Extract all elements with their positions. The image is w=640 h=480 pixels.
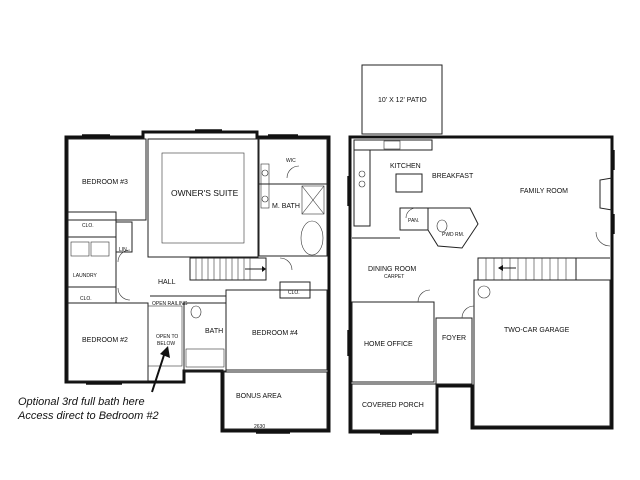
kitchen-label: KITCHEN — [390, 163, 421, 170]
main-stairs — [477, 257, 577, 281]
toilet-2 — [190, 305, 202, 319]
wic-label: WIC — [286, 158, 296, 164]
m-bath-label: M. BATH — [272, 203, 300, 210]
clo-c-walls — [279, 281, 311, 299]
pantry-label: PAN. — [408, 218, 419, 224]
m-bath-walls — [258, 183, 328, 257]
pwd-toilet — [436, 219, 448, 233]
shower-cross-2 — [301, 185, 325, 215]
clo-b-walls — [67, 286, 117, 304]
door-swing-main-4 — [417, 289, 431, 303]
bathtub — [300, 220, 324, 256]
water-heater — [477, 285, 491, 299]
door-swing-main-2 — [461, 305, 475, 319]
bath-label: BATH — [205, 328, 223, 335]
garage-label: TWO-CAR GARAGE — [504, 327, 570, 334]
washer — [70, 241, 90, 257]
upper-floor-plan: BEDROOM #3 OWNER'S SUITE WIC M. BATH CLO… — [64, 129, 331, 434]
range-burner-2 — [358, 180, 366, 188]
bath-walls — [183, 302, 227, 372]
bonus-area-walls — [223, 371, 328, 430]
main-floor-outer-wall — [348, 135, 614, 434]
garage-walls — [473, 279, 611, 427]
owners-suite-rug — [161, 152, 245, 244]
annotation-line-1: Optional 3rd full bath here — [18, 396, 145, 408]
kitchen-sink — [383, 140, 401, 150]
range-burner-1 — [358, 170, 366, 178]
door-swing-main-3 — [595, 231, 611, 247]
clo-c-label: CLO. — [288, 290, 300, 296]
annotation-arrow-line — [151, 351, 166, 393]
stair-arrowhead-upper — [262, 266, 266, 272]
open-to-below-label-2: BELOW — [157, 341, 175, 347]
kitchen-counter-top — [353, 139, 433, 151]
annotation: Optional 3rd full bath here Access direc… — [17, 346, 170, 422]
bedroom4-walls — [225, 289, 328, 371]
door-swing-main-1 — [405, 207, 417, 219]
annotation-arrowhead — [160, 346, 170, 358]
shower — [301, 185, 325, 215]
model-number-label: 2630 — [254, 424, 265, 430]
bedroom4-label: BEDROOM #4 — [252, 330, 298, 337]
bedroom3-label: BEDROOM #3 — [82, 179, 128, 186]
covered-porch-label: COVERED PORCH — [362, 402, 424, 409]
laundry-label: LAUNDRY — [73, 273, 97, 279]
clo-a-label: CLO. — [82, 223, 94, 229]
door-swing-1 — [117, 249, 131, 263]
upper-floor-outer-wall — [64, 130, 331, 433]
lin-label: LIN. — [119, 247, 128, 253]
kitchen-island — [395, 173, 423, 193]
stair-treads-upper — [195, 258, 251, 280]
open-railing-label: OPEN RAILING — [152, 301, 188, 307]
sink-1 — [261, 169, 269, 177]
patio-walls — [361, 64, 443, 135]
sink-2 — [261, 195, 269, 203]
owners-suite-label: OWNER'S SUITE — [171, 188, 239, 198]
door-swing-2 — [117, 287, 131, 301]
bath-tub-2 — [185, 348, 225, 368]
home-office-label: HOME OFFICE — [364, 341, 413, 348]
vanity — [260, 163, 270, 209]
stair-treads-main — [485, 258, 567, 280]
family-room-label: FAMILY ROOM — [520, 188, 568, 195]
kitchen-counter-left — [353, 149, 371, 227]
breakfast-label: BREAKFAST — [432, 173, 474, 180]
annotation-line-2: Access direct to Bedroom #2 — [17, 410, 159, 422]
main-windows — [347, 150, 615, 435]
bedroom3-walls — [67, 138, 147, 221]
pwd-rm-label: PWD RM. — [442, 232, 464, 238]
dining-room-label: DINING ROOM — [368, 266, 416, 273]
dryer — [90, 241, 110, 257]
owners-suite-walls — [147, 138, 259, 258]
door-swing-3 — [279, 257, 293, 271]
door-swing-4 — [286, 165, 300, 179]
upper-windows — [82, 129, 298, 434]
open-to-below — [147, 305, 183, 367]
bedroom2-label: BEDROOM #2 — [82, 337, 128, 344]
carpet-label: CARPET — [384, 274, 404, 280]
patio-label: 10' X 12' PATIO — [378, 97, 427, 104]
stair-arrowhead-main — [498, 265, 503, 271]
foyer-label: FOYER — [442, 335, 466, 342]
foyer-walls — [435, 317, 473, 385]
main-floor-plan: 10' X 12' PATIO KITCHEN BREAKFAST FAMILY… — [347, 64, 615, 435]
hall-label: HALL — [158, 279, 176, 286]
home-office-walls — [351, 301, 435, 383]
bonus-area-label: BONUS AREA — [236, 393, 282, 400]
powder-room-walls — [427, 207, 479, 249]
fireplace — [599, 177, 613, 211]
clo-b-label: CLO. — [80, 296, 92, 302]
covered-porch-walls — [351, 383, 437, 431]
open-to-below-label-1: OPEN TO — [156, 334, 178, 340]
